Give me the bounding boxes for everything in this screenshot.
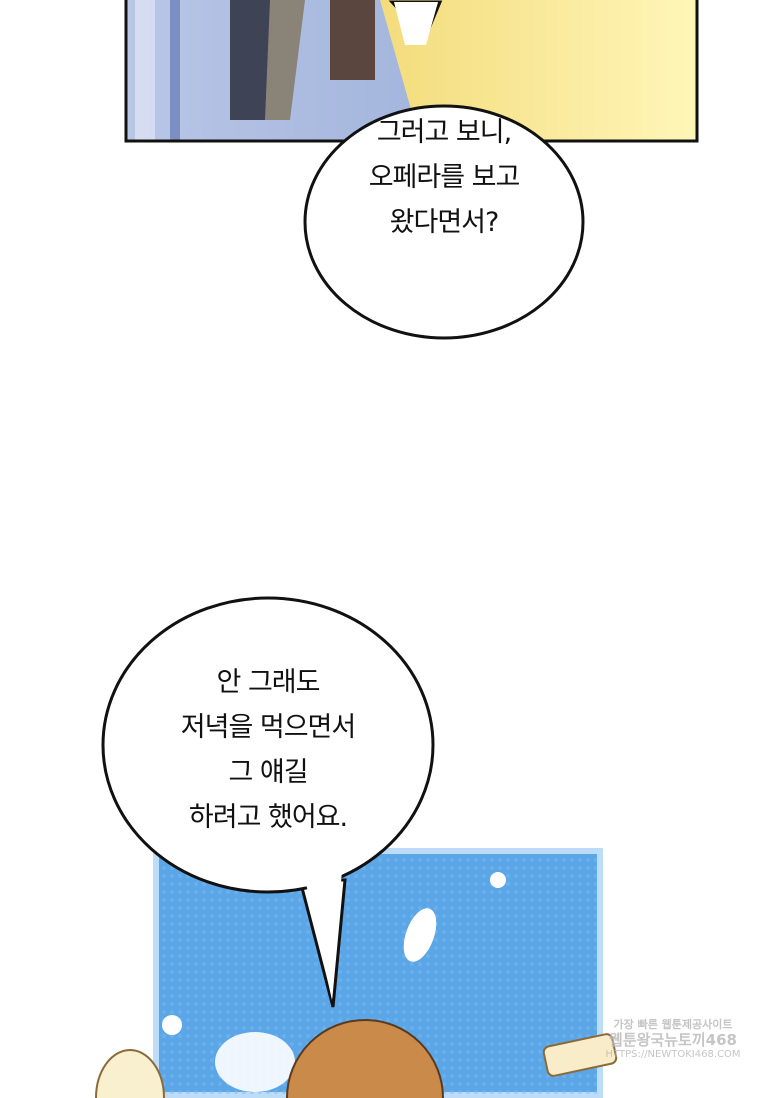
bubble-2-text: 안 그래도 저녁을 먹으면서 그 얘길 하려고 했어요. — [118, 660, 418, 840]
bubble-line: 안 그래도 — [216, 667, 321, 698]
watermark-line-3: HTTPS://NEWTOKI468.COM — [605, 1049, 741, 1060]
watermark-line-1: 가장 빠른 웹툰제공사이트 — [613, 1018, 733, 1031]
watermark: 가장 빠른 웹툰제공사이트 웹툰왕국뉴토끼468 HTTPS://NEWTOKI… — [588, 1018, 758, 1061]
speech-bubble-1 — [303, 0, 585, 340]
bubble-line: 왔다면서? — [389, 207, 500, 238]
bubble-line: 하려고 했어요. — [188, 802, 348, 833]
bubble-1-text: 그러고 보니, 오페라를 보고 왔다면서? — [314, 110, 574, 245]
watermark-line-2: 웹툰왕국뉴토끼468 — [609, 1031, 737, 1049]
bubble-line: 오페라를 보고 — [368, 162, 521, 193]
bottom-panel — [95, 848, 618, 1098]
speech-bubble-2 — [101, 596, 435, 1008]
bubble-line: 그 얘길 — [228, 757, 308, 788]
bubble-line: 저녁을 먹으면서 — [180, 712, 356, 743]
bubble-line: 그러고 보니, — [376, 117, 512, 148]
